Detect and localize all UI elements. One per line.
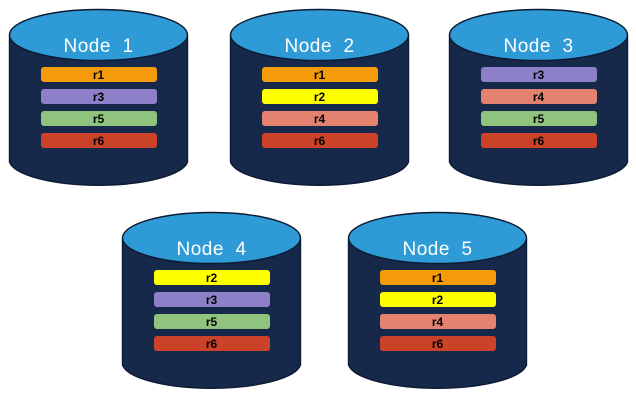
cylinder-top-ellipse <box>448 8 629 62</box>
replica-bar-r6[interactable]: r6 <box>153 336 270 351</box>
replica-bar-r6[interactable]: r6 <box>379 336 496 351</box>
replica-bar-r1[interactable]: r1 <box>379 270 496 285</box>
replica-label: r4 <box>532 89 545 104</box>
replica-bar-r5[interactable]: r5 <box>480 111 597 126</box>
replica-label: r1 <box>92 67 105 82</box>
replica-label: r4 <box>431 314 444 329</box>
cylinder-top-ellipse <box>121 211 302 265</box>
replica-bar-r1[interactable]: r1 <box>261 67 378 82</box>
replica-bar-r4[interactable]: r4 <box>379 314 496 329</box>
cylinder-top-ellipse <box>347 211 528 265</box>
replica-label: r6 <box>205 336 218 351</box>
replica-label: r1 <box>431 270 444 285</box>
replica-bar-r6[interactable]: r6 <box>480 133 597 148</box>
replica-label: r4 <box>313 111 326 126</box>
replica-bar-r4[interactable]: r4 <box>261 111 378 126</box>
replica-bar-r1[interactable]: r1 <box>40 67 157 82</box>
replica-label: r5 <box>92 111 105 126</box>
replica-label: r6 <box>313 133 326 148</box>
replica-bar-r2[interactable]: r2 <box>379 292 496 307</box>
replica-label: r2 <box>313 89 326 104</box>
replica-label: r1 <box>313 67 326 82</box>
replica-label: r2 <box>431 292 444 307</box>
replica-bar-r6[interactable]: r6 <box>261 133 378 148</box>
replica-label: r3 <box>205 292 218 307</box>
replica-label: r3 <box>92 89 105 104</box>
replica-bar-r6[interactable]: r6 <box>40 133 157 148</box>
replica-bar-r5[interactable]: r5 <box>153 314 270 329</box>
replica-label: r6 <box>532 133 545 148</box>
replica-label: r5 <box>205 314 218 329</box>
replica-stack: r3 r4 r5 r6 <box>449 67 628 148</box>
cylinder-top-ellipse <box>229 8 410 62</box>
replica-stack: r1 r2 r4 r6 <box>348 270 527 351</box>
replica-label: r6 <box>431 336 444 351</box>
replica-stack: r1 r3 r5 r6 <box>9 67 188 148</box>
replica-label: r2 <box>205 270 218 285</box>
replica-bar-r2[interactable]: r2 <box>153 270 270 285</box>
cylinder-top-ellipse <box>8 8 189 62</box>
replica-stack: r1 r2 r4 r6 <box>230 67 409 148</box>
replica-bar-r3[interactable]: r3 <box>40 89 157 104</box>
replica-bar-r3[interactable]: r3 <box>153 292 270 307</box>
replica-bar-r3[interactable]: r3 <box>480 67 597 82</box>
replica-bar-r5[interactable]: r5 <box>40 111 157 126</box>
replica-label: r5 <box>532 111 545 126</box>
replica-stack: r2 r3 r5 r6 <box>122 270 301 351</box>
replica-bar-r4[interactable]: r4 <box>480 89 597 104</box>
replica-label: r6 <box>92 133 105 148</box>
replica-bar-r2[interactable]: r2 <box>261 89 378 104</box>
replica-label: r3 <box>532 67 545 82</box>
